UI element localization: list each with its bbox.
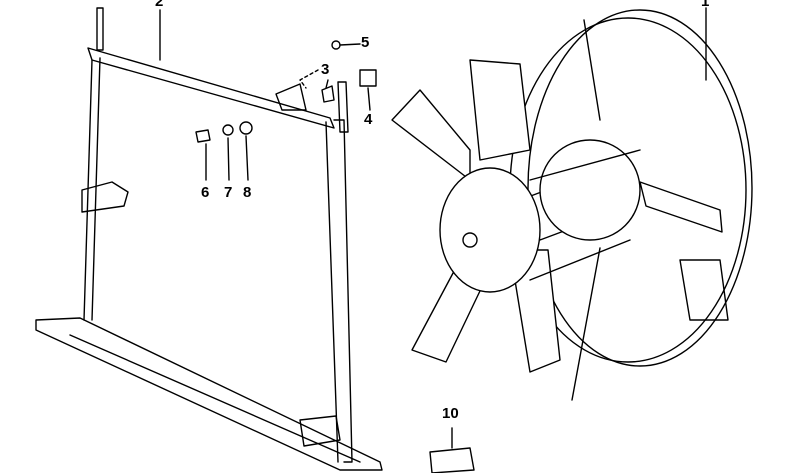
callout-6: 6 <box>201 184 210 201</box>
small-parts <box>195 40 377 181</box>
callout-4: 4 <box>364 111 373 128</box>
fan-shroud <box>509 7 753 401</box>
frame-bracket <box>35 7 383 471</box>
callout-3: 3 <box>321 61 330 78</box>
callout-10: 10 <box>442 405 459 422</box>
part-10 <box>429 427 475 473</box>
callout-8: 8 <box>243 184 252 201</box>
callout-7: 7 <box>224 184 233 201</box>
callout-1: 1 <box>701 0 710 10</box>
callout-5: 5 <box>361 34 370 51</box>
callout-2: 2 <box>155 0 164 10</box>
fan-assembly <box>391 59 641 373</box>
